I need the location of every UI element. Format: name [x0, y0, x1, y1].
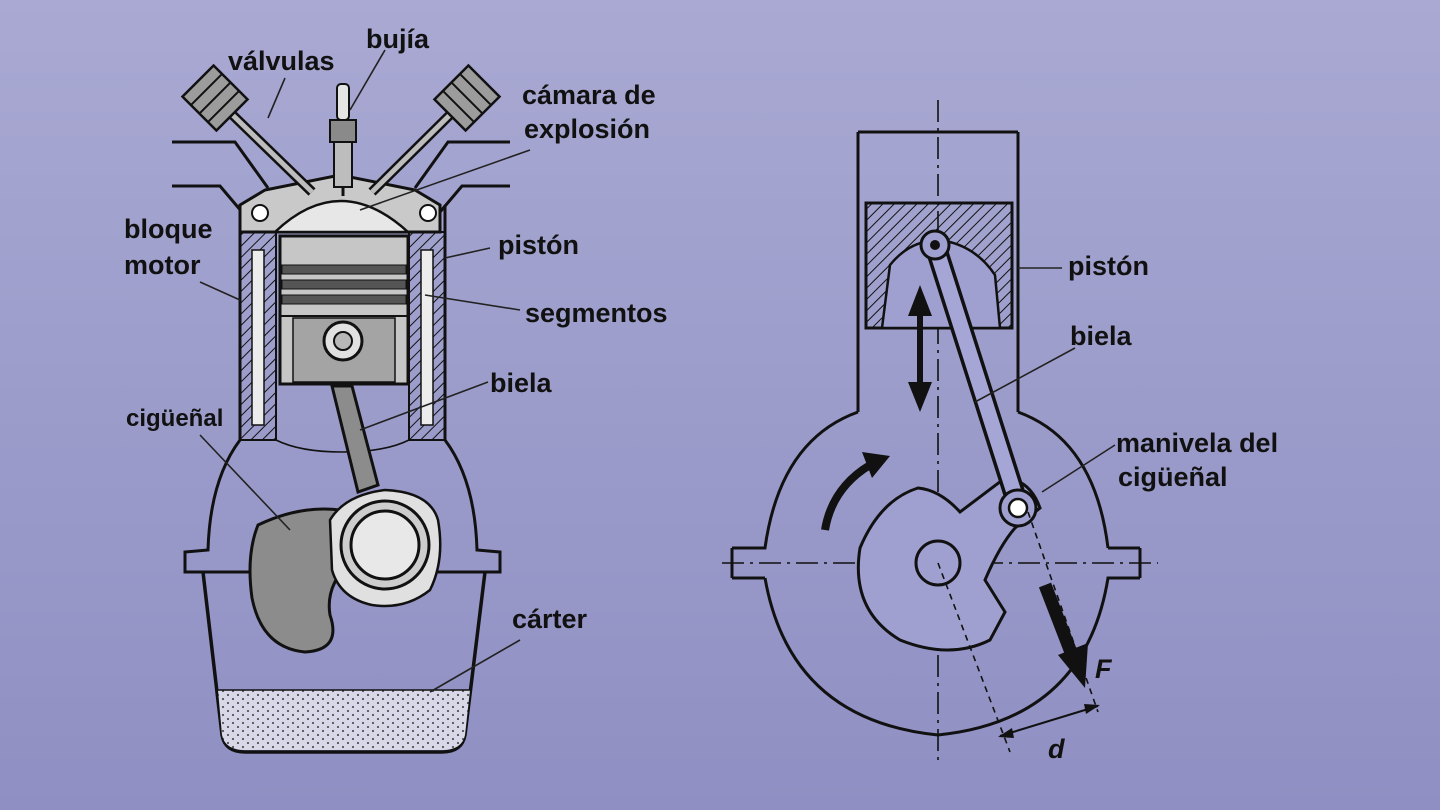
- label-piston-right: pistón: [1068, 251, 1149, 281]
- connecting-rod: [330, 384, 431, 591]
- label-valves: válvulas: [228, 46, 335, 76]
- left-valve: [180, 63, 316, 196]
- label-crankcase: cárter: [512, 604, 588, 634]
- left-leader-lines: [199, 49, 531, 693]
- label-rod-right: biela: [1070, 321, 1133, 351]
- label-spark-plug: bujía: [366, 24, 430, 54]
- crankcase-outline: [732, 410, 1140, 737]
- label-crankshaft-left: cigüeñal: [126, 405, 223, 432]
- left-coolant-channel: [251, 249, 265, 426]
- exhaust-port: [413, 140, 510, 213]
- cylinder-outline: [856, 130, 1020, 412]
- piston: [278, 234, 410, 386]
- right-coolant-channel: [420, 249, 434, 426]
- label-distance: d: [1048, 734, 1065, 764]
- piston-travel-arrow: [908, 285, 932, 412]
- label-chamber-line2: explosión: [524, 114, 650, 144]
- label-crank-line2: cigüeñal: [1118, 462, 1228, 492]
- label-chamber-line1: cámara de: [522, 80, 656, 110]
- crankcase: [201, 571, 487, 754]
- lever-arm-dimension: [937, 511, 1100, 753]
- oil-sump: [218, 690, 470, 750]
- label-force: F: [1095, 654, 1113, 684]
- combustion-chamber: [271, 199, 412, 234]
- schematic-connecting-rod: [919, 229, 1038, 528]
- rotation-arrow: [821, 452, 890, 531]
- label-crank-line1: manivela del: [1116, 428, 1278, 458]
- spark-plug: [329, 83, 357, 196]
- label-block-line2: motor: [124, 250, 201, 280]
- label-rings: segmentos: [525, 298, 668, 328]
- label-piston-left: pistón: [498, 230, 579, 260]
- right-valve: [368, 63, 502, 196]
- intake-port: [172, 140, 270, 213]
- label-block-line1: bloque: [124, 214, 213, 244]
- force-arrow: [1038, 582, 1088, 688]
- crank-mechanism-schematic: pistón biela manivela del cigüeñal F d: [722, 100, 1278, 764]
- label-rod-left: biela: [490, 368, 553, 398]
- engine-cross-section: válvulas bujía cámara de explosión bloqu…: [124, 24, 668, 754]
